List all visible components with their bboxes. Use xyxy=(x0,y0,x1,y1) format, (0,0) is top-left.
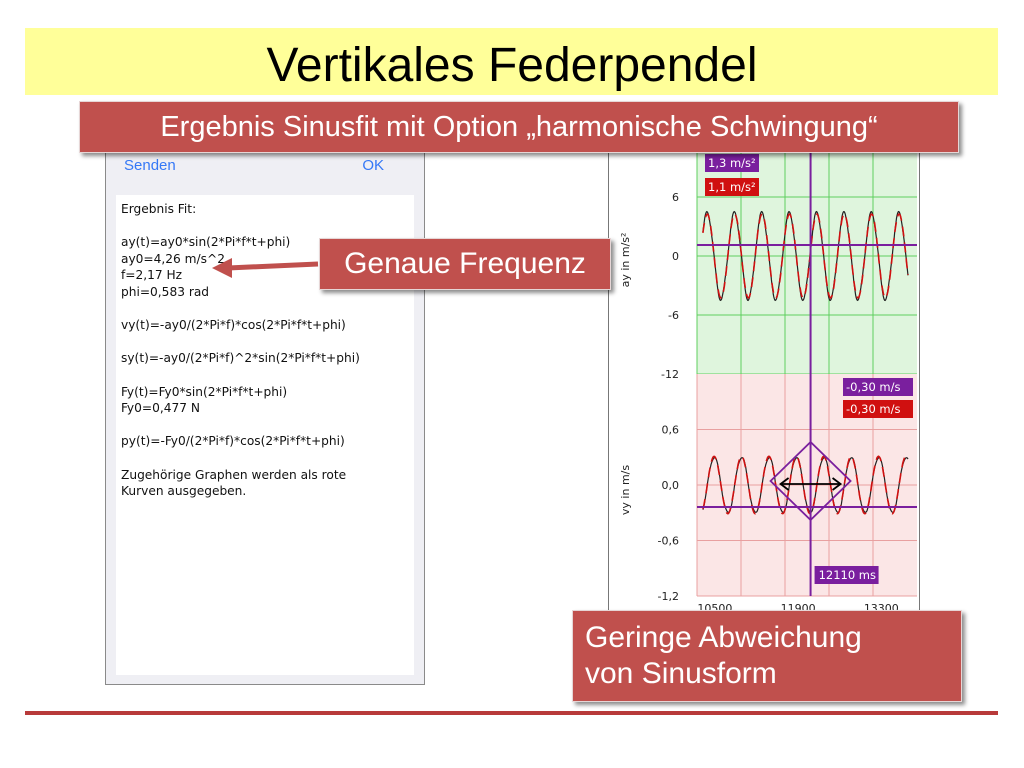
period-diamond xyxy=(769,440,852,522)
callout-deviation-line1: Geringe Abweichung xyxy=(585,621,862,654)
y-axis-label: ay in m/s² xyxy=(619,233,632,288)
result-line xyxy=(121,367,360,384)
result-line xyxy=(121,450,360,467)
slide-title: Vertikales Federpendel xyxy=(266,39,758,92)
y-tick-label: -0,6 xyxy=(658,535,679,548)
cursor-time-box xyxy=(814,566,879,584)
callout-deviation: Geringe Abweichung von Sinusform xyxy=(572,610,962,702)
result-line: Zugehörige Graphen werden als rote xyxy=(121,467,347,482)
bottom-rule xyxy=(25,711,998,715)
callout-frequency: Genaue Frequenz xyxy=(319,238,611,290)
result-line xyxy=(121,417,360,434)
result-line: ay(t)=ay0*sin(2*Pi*f*t+phi) xyxy=(121,235,291,250)
y-axis-label: vy in m/s xyxy=(619,465,632,515)
y-tick-label: -6 xyxy=(668,309,679,322)
x-tick-label: 11900 xyxy=(781,602,816,610)
title-band xyxy=(25,28,998,95)
y-tick-label: 0,6 xyxy=(662,424,680,437)
y-tick-label: -1,2 xyxy=(658,590,679,603)
period-arrow-head-right xyxy=(832,477,843,491)
result-line: Fy(t)=Fy0*sin(2*Pi*f*t+phi) xyxy=(121,384,288,399)
result-line xyxy=(121,218,360,235)
fit-curve xyxy=(702,455,909,515)
callout-sinusfit: Ergebnis Sinusfit mit Option „harmonisch… xyxy=(79,101,959,153)
callout-deviation-line2: von Sinusform xyxy=(585,657,777,690)
readout-value: -0,30 m/s xyxy=(846,402,900,416)
readout-box xyxy=(705,154,759,172)
readout-box xyxy=(843,400,913,418)
readout-value: -0,30 m/s xyxy=(846,380,900,394)
send-button[interactable]: Senden xyxy=(124,157,176,174)
result-line: sy(t)=-ay0/(2*Pi*f)^2*sin(2*Pi*f*t+phi) xyxy=(121,351,360,366)
y-tick-label: 0,0 xyxy=(662,479,680,492)
period-arrow-head-left xyxy=(779,477,790,491)
result-line: vy(t)=-ay0/(2*Pi*f)*cos(2*Pi*f*t+phi) xyxy=(121,318,346,333)
fit-curve xyxy=(702,213,909,299)
cursor-time-label: 12110 ms xyxy=(819,568,876,582)
ok-button[interactable]: OK xyxy=(362,157,384,174)
fit-result-text: Ergebnis Fit: ay(t)=ay0*sin(2*Pi*f*t+phi)… xyxy=(121,201,360,500)
result-line: Kurven ausgegeben. xyxy=(121,484,247,499)
phone-toolbar: Senden OK xyxy=(106,151,424,185)
y-tick-label: 6 xyxy=(672,191,679,204)
result-line: f=2,17 Hz xyxy=(121,268,183,283)
y-tick-label: 0 xyxy=(672,250,679,263)
readout-value: 1,1 m/s² xyxy=(708,180,756,194)
result-line: Ergebnis Fit: xyxy=(121,202,197,216)
readout-value: 1,3 m/s² xyxy=(708,156,756,170)
result-line: Fy0=0,477 N xyxy=(121,401,200,416)
phone-screenshot: Senden OK Ergebnis Fit: ay(t)=ay0*sin(2*P… xyxy=(105,150,425,685)
result-line xyxy=(121,334,360,351)
readout-box xyxy=(705,178,759,196)
x-tick-label: 13300 xyxy=(864,602,899,610)
x-tick-label: 10500 xyxy=(697,602,732,610)
y-tick-label: -12 xyxy=(661,368,679,381)
result-line: py(t)=-Fy0/(2*Pi*f)*cos(2*Pi*f*t+phi) xyxy=(121,434,345,449)
result-line: phi=0,583 rad xyxy=(121,284,210,299)
result-line: ay0=4,26 m/s^2 xyxy=(121,251,225,266)
result-line xyxy=(121,301,360,318)
readout-box xyxy=(843,378,913,396)
